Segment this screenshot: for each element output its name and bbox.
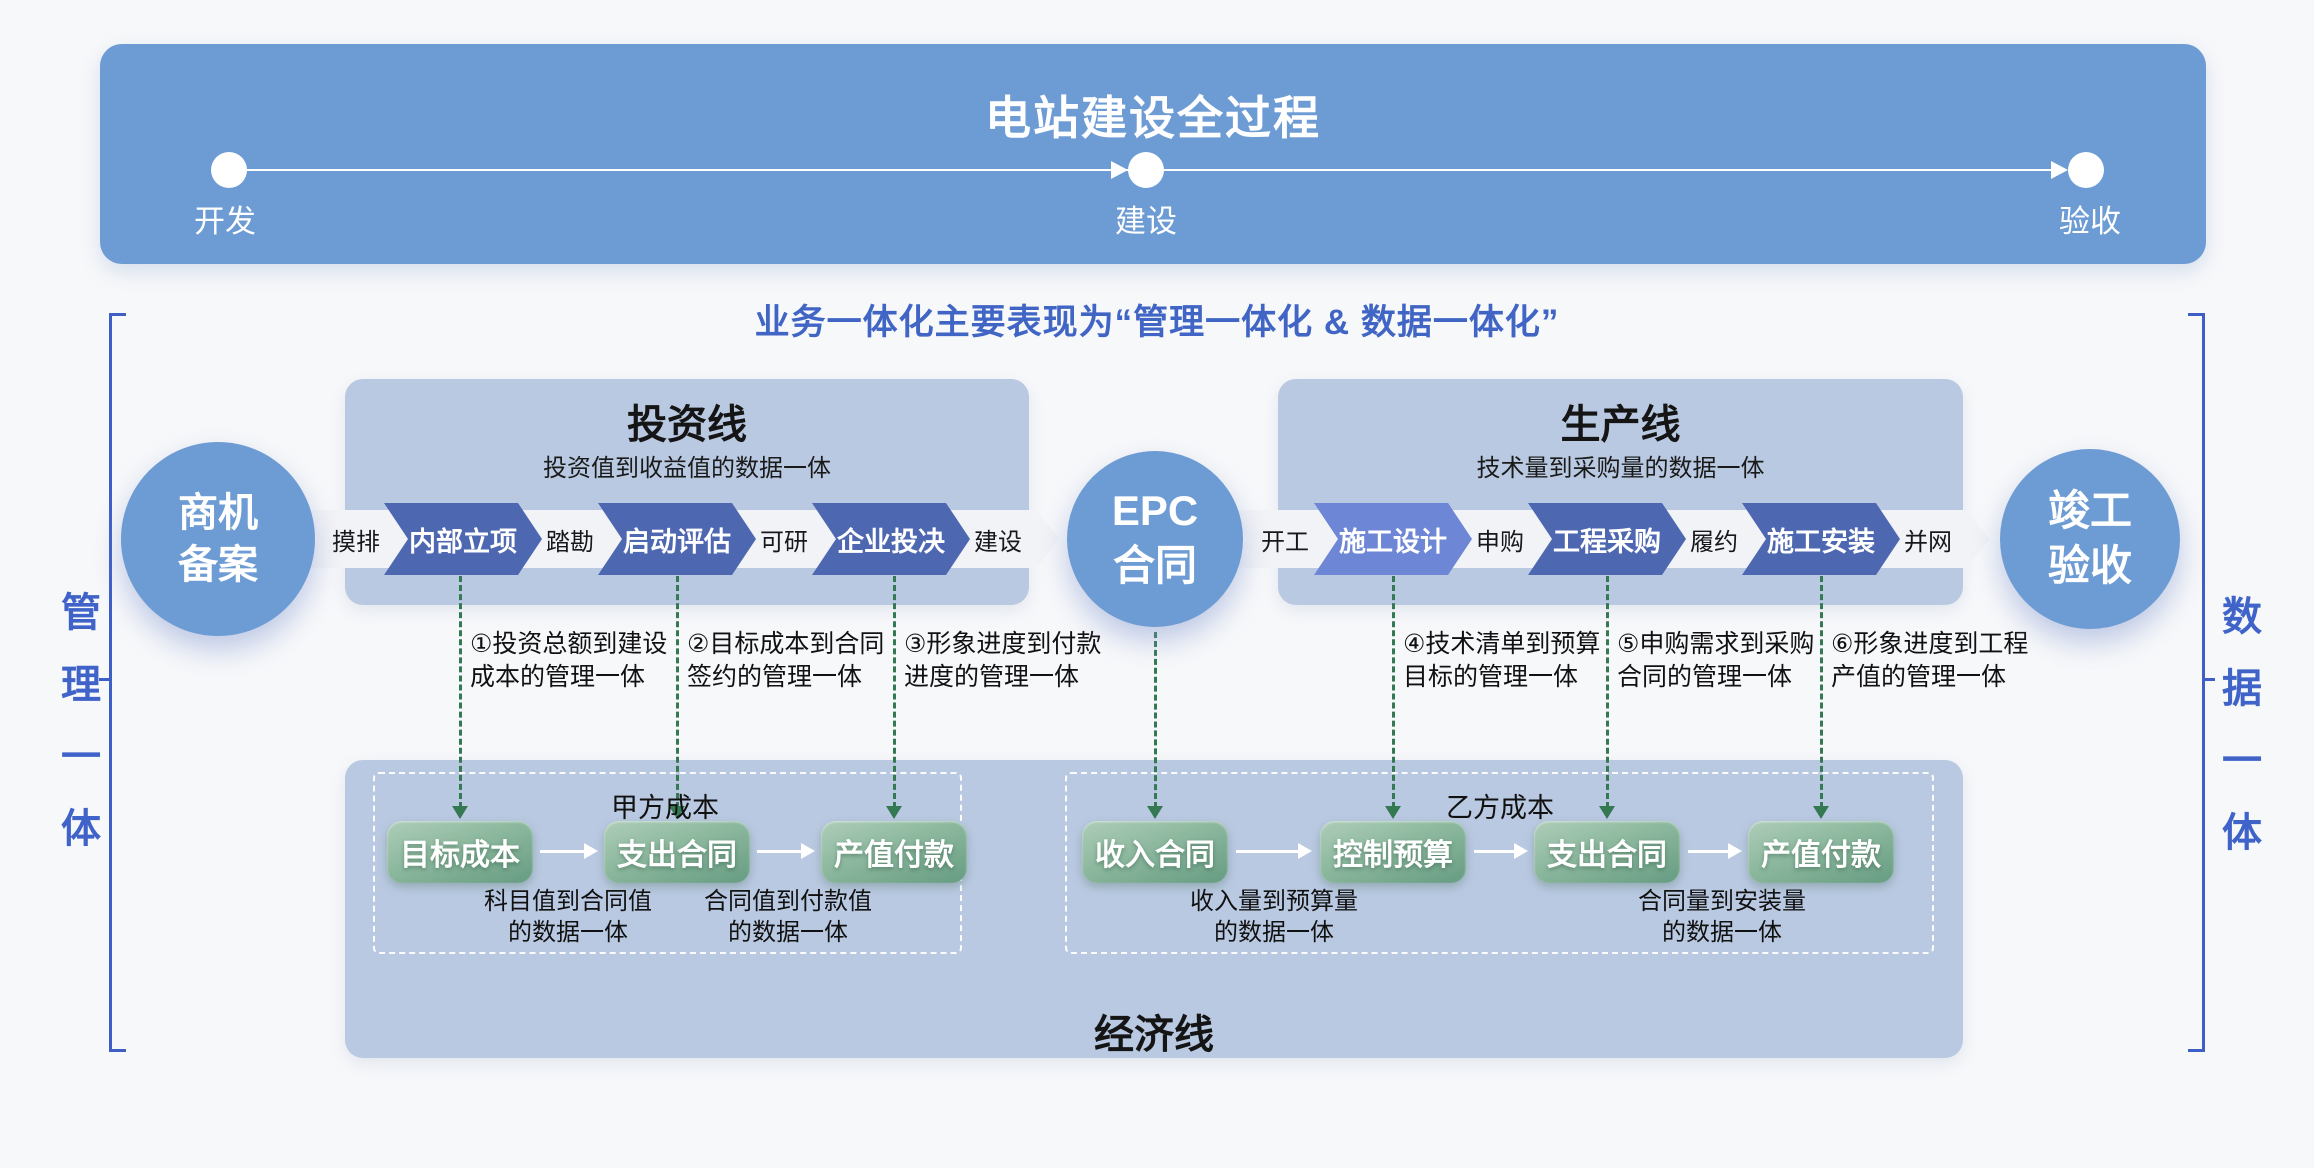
timeline-segment [1164, 169, 2053, 171]
economic-line-title: 经济线 [1094, 1013, 1214, 1057]
milestone-dot [211, 152, 247, 188]
box-income-contract: 收入合同 [1082, 821, 1228, 883]
timeline-arrow-icon [2051, 161, 2068, 179]
connector-arrow-icon [1813, 806, 1829, 819]
milestone-label-build: 建设 [1115, 204, 1177, 239]
connector-arrow-icon [1147, 806, 1163, 819]
step-shigongsheji: 施工设计 [1314, 503, 1472, 575]
production-line-subtitle: 技术量到采购量的数据一体 [1476, 455, 1765, 482]
integration-subtitle: 业务一体化主要表现为“管理一体化 & 数据一体化” [754, 303, 1560, 342]
flow-arrow-icon [1688, 843, 1742, 859]
contractor-cost-group [1065, 772, 1934, 954]
investment-line-title: 投资线 [627, 403, 747, 447]
left-bracket [109, 313, 126, 1052]
connector-line [459, 576, 462, 808]
connector-arrow-icon [886, 806, 902, 819]
management-link-2: ②目标成本到合同 签约的管理一体 [687, 630, 885, 691]
circle-business-opportunity: 商机 备案 [121, 442, 315, 636]
connector-arrow-icon [1385, 806, 1401, 819]
step-neibulixiang: 内部立项 [384, 503, 542, 575]
box-control-budget: 控制预算 [1320, 821, 1466, 883]
data-link-contract-install: 合同量到安装量 的数据一体 [1638, 888, 1806, 947]
management-link-6: ⑥形象进度到工程 产值的管理一体 [1831, 630, 2029, 691]
management-link-5: ⑤申购需求到采购 合同的管理一体 [1617, 630, 1815, 691]
connector-line [893, 576, 896, 808]
management-link-1: ①投资总额到建设 成本的管理一体 [470, 630, 668, 691]
milestone-label-develop: 开发 [194, 204, 256, 239]
connector-line [1820, 576, 1823, 808]
banner-title: 电站建设全过程 [985, 92, 1321, 144]
box-target-cost: 目标成本 [387, 821, 533, 883]
connector-arrow-icon [669, 806, 685, 819]
circle-epc-contract: EPC 合同 [1067, 451, 1243, 627]
timeline-segment [247, 169, 1210, 171]
flow-arrow-icon [540, 843, 598, 859]
box-expense-contract: 支出合同 [604, 821, 750, 883]
management-link-4: ④技术清单到预算 目标的管理一体 [1403, 630, 1601, 691]
management-integration-label: 管理一体 [55, 591, 99, 879]
connector-line [1392, 576, 1395, 808]
left-bracket-tick [99, 678, 110, 681]
data-integration-label: 数据一体 [2216, 595, 2260, 883]
step-qidongpinggu: 启动评估 [598, 503, 756, 575]
flow-arrow-icon [757, 843, 815, 859]
step-gongchengcaigou: 工程采购 [1528, 503, 1686, 575]
management-link-3: ③形象进度到付款 进度的管理一体 [904, 630, 1102, 691]
flow-arrow-icon [1474, 843, 1528, 859]
process-banner: 电站建设全过程 开发 建设 验收 [100, 44, 2206, 264]
data-link-subject-contract: 科目值到合同值 的数据一体 [484, 888, 652, 947]
production-line-title: 生产线 [1560, 403, 1681, 447]
flow-arrow-icon [1236, 843, 1312, 859]
owner-cost-label: 甲方成本 [611, 793, 719, 823]
connector-line [1606, 576, 1609, 808]
box-output-payment: 产值付款 [821, 821, 967, 883]
connector-arrow-icon [452, 806, 468, 819]
milestone-label-accept: 验收 [2059, 204, 2121, 239]
box-expense-contract-2: 支出合同 [1534, 821, 1680, 883]
box-output-payment-2: 产值付款 [1748, 821, 1894, 883]
timeline-arrow-icon [1111, 161, 1128, 179]
connector-arrow-icon [1599, 806, 1615, 819]
data-link-income-budget: 收入量到预算量 的数据一体 [1190, 888, 1358, 947]
step-shigonganzhuang: 施工安装 [1742, 503, 1900, 575]
contractor-cost-label: 乙方成本 [1446, 793, 1554, 823]
connector-line [676, 576, 679, 808]
right-bracket-tick [2204, 678, 2215, 681]
right-bracket [2188, 313, 2205, 1052]
step-qiyetoujue: 企业投决 [812, 503, 970, 575]
data-link-contract-payment: 合同值到付款值 的数据一体 [704, 888, 872, 947]
milestone-dot [2068, 152, 2104, 188]
investment-line-subtitle: 投资值到收益值的数据一体 [543, 455, 831, 482]
milestone-dot [1128, 152, 1164, 188]
circle-completion-acceptance: 竣工 验收 [2000, 449, 2180, 629]
connector-line [1154, 632, 1157, 808]
